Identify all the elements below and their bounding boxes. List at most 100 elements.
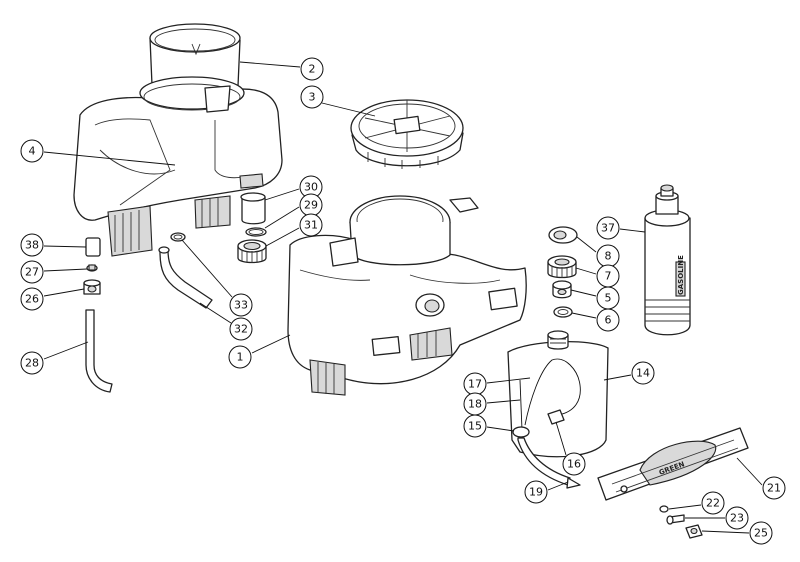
callout-26: 26 xyxy=(20,287,85,311)
callout-37: 37 xyxy=(596,216,646,240)
callout-circle-23 xyxy=(725,506,749,530)
callout-number-30: 30 xyxy=(304,181,318,194)
leader-line-27 xyxy=(43,268,88,272)
callout-circle-26 xyxy=(20,287,44,311)
callout-number-7: 7 xyxy=(605,270,612,283)
leader-line-6 xyxy=(571,312,597,319)
callout-4: 4 xyxy=(20,139,176,166)
callout-21: 21 xyxy=(736,457,786,500)
callout-25: 25 xyxy=(701,521,773,545)
callout-33: 33 xyxy=(181,239,253,317)
callout-number-3: 3 xyxy=(309,91,316,104)
callout-number-38: 38 xyxy=(25,239,39,252)
cap-26-part xyxy=(83,279,101,295)
callout-8: 8 xyxy=(576,236,620,268)
callout-circle-2 xyxy=(300,57,324,81)
callout-circle-14 xyxy=(631,361,655,385)
callout-31: 31 xyxy=(265,213,323,247)
leader-line-4 xyxy=(43,151,176,166)
callout-19: 19 xyxy=(524,480,569,504)
callout-number-27: 27 xyxy=(25,266,39,279)
callout-circle-16 xyxy=(562,452,586,476)
callout-circle-21 xyxy=(762,476,786,500)
callout-number-5: 5 xyxy=(605,292,612,305)
callout-23: 23 xyxy=(685,506,749,530)
leader-line-3 xyxy=(321,102,376,117)
callout-number-8: 8 xyxy=(605,250,612,263)
leader-line-8 xyxy=(576,236,597,253)
main-tank-part xyxy=(287,195,527,396)
callout-number-14: 14 xyxy=(636,367,650,380)
callout-number-16: 16 xyxy=(567,458,581,471)
screw-23-part xyxy=(666,514,685,525)
funnel-part xyxy=(139,23,245,113)
callout-circle-19 xyxy=(524,480,548,504)
leader-line-25 xyxy=(701,530,750,534)
leader-line-2 xyxy=(239,61,301,68)
leader-line-31 xyxy=(265,227,300,247)
callout-circle-27 xyxy=(20,260,44,284)
callout-number-28: 28 xyxy=(25,357,39,370)
callout-number-15: 15 xyxy=(468,420,482,433)
callout-5: 5 xyxy=(570,286,620,310)
leader-line-18 xyxy=(486,399,521,404)
leader-line-15 xyxy=(486,426,515,432)
callout-number-21: 21 xyxy=(767,482,781,495)
callout-circle-15 xyxy=(463,414,487,438)
callout-number-1: 1 xyxy=(237,351,244,364)
callout-circle-22 xyxy=(701,491,725,515)
upper-housing-part xyxy=(73,88,283,257)
leader-line-29 xyxy=(264,206,300,229)
callout-18: 18 xyxy=(463,392,521,416)
callout-2: 2 xyxy=(239,57,324,81)
callout-circle-4 xyxy=(20,139,44,163)
leader-line-16 xyxy=(555,421,567,456)
callout-number-26: 26 xyxy=(25,293,39,306)
callout-circle-33 xyxy=(229,293,253,317)
callout-number-22: 22 xyxy=(706,497,720,510)
callout-32: 32 xyxy=(199,302,253,341)
callout-layer: 2343029313827262833321875637141718151619… xyxy=(20,57,786,545)
callout-27: 27 xyxy=(20,260,88,284)
callout-38: 38 xyxy=(20,233,87,257)
callout-15: 15 xyxy=(463,414,515,438)
cap-7-part xyxy=(547,255,577,279)
clamp-27-part xyxy=(86,264,98,272)
callout-circle-31 xyxy=(299,213,323,237)
callout-number-18: 18 xyxy=(468,398,482,411)
callout-14: 14 xyxy=(603,361,655,385)
callout-circle-38 xyxy=(20,233,44,257)
leader-line-32 xyxy=(199,302,232,324)
callout-17: 17 xyxy=(463,372,531,396)
callout-number-25: 25 xyxy=(754,527,768,540)
tube-17-18-part xyxy=(519,358,581,431)
clip-33-part xyxy=(170,232,186,242)
cap-8-part xyxy=(548,226,578,244)
callout-16: 16 xyxy=(555,421,586,476)
leader-line-19 xyxy=(547,481,569,491)
lid-part xyxy=(350,99,464,169)
callout-number-23: 23 xyxy=(730,512,744,525)
callout-3: 3 xyxy=(300,85,376,117)
callout-number-31: 31 xyxy=(304,219,318,232)
callout-number-37: 37 xyxy=(601,222,615,235)
leader-line-7 xyxy=(575,267,597,275)
filter-16-part xyxy=(547,409,565,425)
callout-circle-32 xyxy=(229,317,253,341)
callout-number-19: 19 xyxy=(529,486,543,499)
leader-line-14 xyxy=(603,374,632,381)
leader-line-21 xyxy=(736,457,763,486)
callout-circle-3 xyxy=(300,85,324,109)
badge-21-part: GREEN xyxy=(597,427,749,501)
elbow-32-part xyxy=(158,246,213,309)
nut-25-part xyxy=(685,524,703,539)
callout-7: 7 xyxy=(575,264,620,288)
tube-19-part xyxy=(517,437,581,489)
fitting-38-part xyxy=(85,237,101,257)
callout-6: 6 xyxy=(571,308,620,332)
leader-line-37 xyxy=(619,228,646,233)
callout-22: 22 xyxy=(668,491,725,515)
callout-number-2: 2 xyxy=(309,63,316,76)
callout-circle-28 xyxy=(20,351,44,375)
